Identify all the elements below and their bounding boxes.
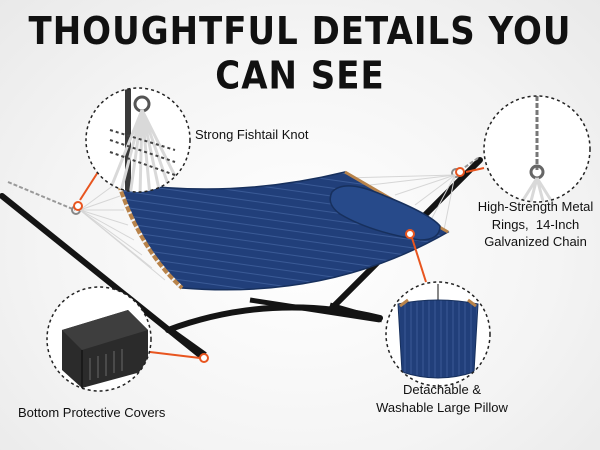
callout-pillow: Detachable & Washable Large Pillow	[362, 381, 522, 416]
callout-knot: Strong Fishtail Knot	[195, 127, 309, 142]
callout-covers: Bottom Protective Covers	[18, 405, 166, 420]
detail-circle-covers	[46, 286, 152, 392]
detail-circle-knot	[85, 87, 191, 193]
detail-circle-pillow	[385, 281, 491, 387]
hammock-stand	[0, 157, 483, 358]
callout-pillow-line-1: Detachable &	[402, 382, 482, 397]
callout-pillow-line-2: Washable Large Pillow	[376, 399, 508, 415]
covers-connector	[149, 351, 201, 359]
rings-connector	[465, 167, 485, 173]
knot-connector	[79, 171, 99, 201]
callout-rings-line-2: Rings, 14-Inch	[491, 216, 580, 232]
callout-rings-line-1: High-Strength Metal	[477, 199, 594, 214]
page-title: THOUGHTFUL DETAILS YOU CAN SEE	[28, 9, 572, 99]
left-ropes	[79, 181, 166, 281]
callout-rings-line-3: Galvanized Chain	[484, 234, 587, 250]
callout-rings: High-Strength Metal Rings, 14-Inch Galva…	[473, 198, 598, 251]
right-ropes	[344, 174, 456, 231]
detail-circle-rings	[483, 95, 591, 203]
pillow-connector	[411, 237, 427, 283]
pillow	[329, 185, 441, 241]
